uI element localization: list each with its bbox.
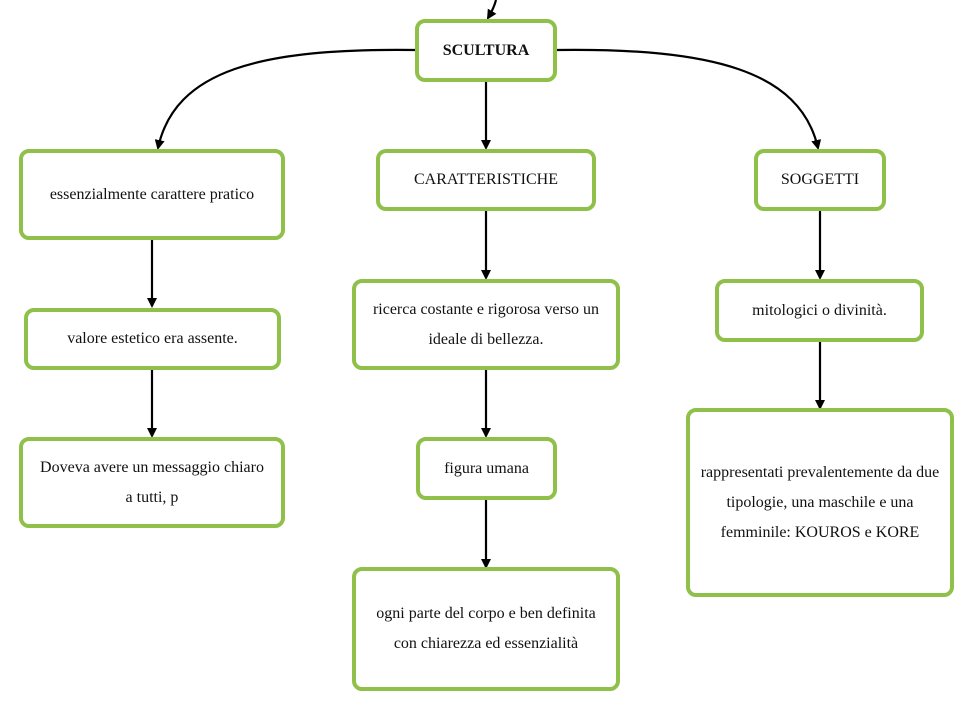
root-to-right-arrow [556,48,822,150]
mid-node-4: ogni parte del corpo e ben definita con … [352,567,620,691]
left-node-1-label: essenzialmente carattere pratico [49,185,255,203]
right-node-2: mitologici o divinità. [715,279,924,342]
right-node-3-label: rappresentati prevalentemente da due tip… [700,463,940,541]
right-node-1: SOGGETTI [754,149,886,211]
root-node: SCULTURA [415,19,557,82]
root-label: SCULTURA [442,41,530,59]
mid-node-2-label: ricerca costante e rigorosa verso un ide… [372,300,600,348]
left-node-3-label: Doveva avere un messaggio chiaro a tutti… [40,458,264,506]
left-node-1: essenzialmente carattere pratico [19,149,285,240]
mid-node-3: figura umana [416,437,557,500]
mid-node-1: CARATTERISTICHE [376,149,596,211]
mid-node-2: ricerca costante e rigorosa verso un ide… [352,279,620,370]
left-node-2-label: valore estetico era assente. [67,330,238,347]
incoming-arrow [486,0,498,20]
mid-node-4-label: ogni parte del corpo e ben definita con … [376,605,596,652]
left-node-3: Doveva avere un messaggio chiaro a tutti… [19,437,285,528]
right-node-1-label: SOGGETTI [780,171,860,188]
right-node-2-label: mitologici o divinità. [752,301,887,319]
mid-node-3-label: figura umana [444,459,529,477]
left-node-2: valore estetico era assente. [24,308,281,370]
right-node-3: rappresentati prevalentemente da due tip… [686,408,954,597]
root-to-left-arrow [154,48,416,150]
mid-node-1-label: CARATTERISTICHE [414,171,558,188]
